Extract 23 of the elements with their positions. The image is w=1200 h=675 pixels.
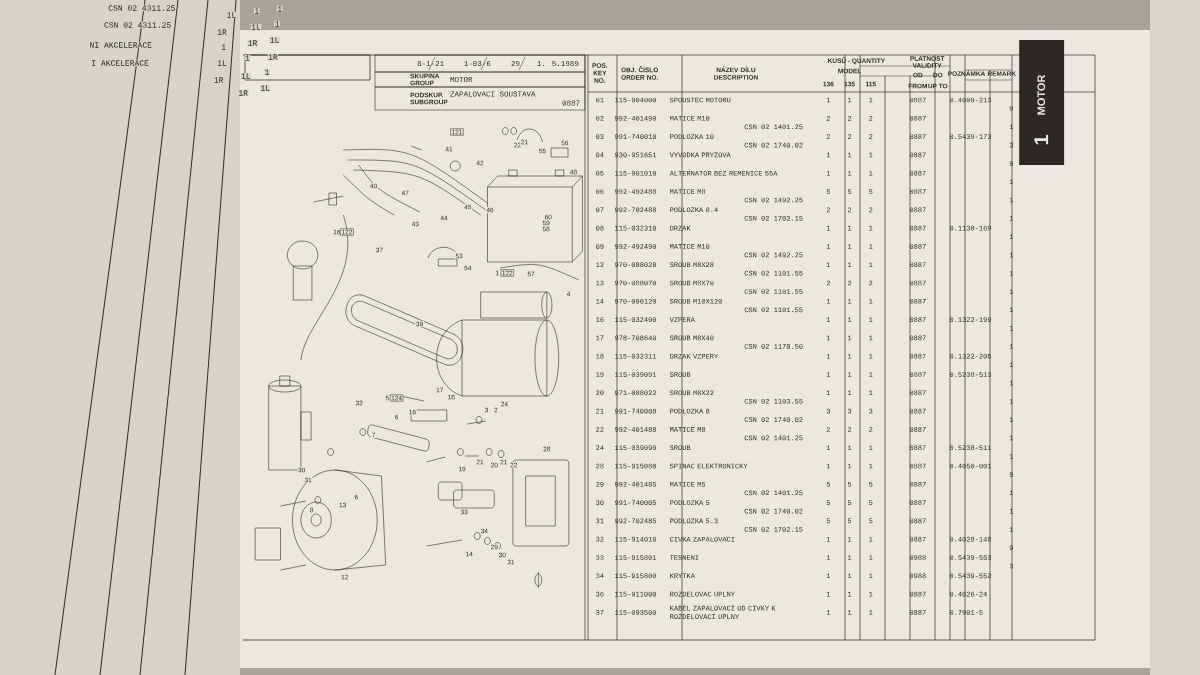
quantity: 1L (226, 11, 237, 19)
quantity: 1 (220, 43, 227, 51)
quantity: 1R (247, 39, 258, 47)
quantity: 1 (274, 20, 281, 28)
quantity: 1R (213, 76, 224, 84)
quantity: 1 (276, 5, 283, 13)
quantity: 1R (267, 53, 279, 61)
quantity: 1R (237, 89, 249, 97)
quantity: 1L (260, 84, 271, 92)
section-title: MOTOR (1037, 74, 1046, 115)
part-description: NI AKCELERACE (89, 41, 153, 49)
section-number: 1 (1034, 135, 1049, 145)
quantity: 1 (253, 7, 260, 15)
quantity: 1L (240, 72, 252, 80)
part-description: I AKCELERACE (90, 59, 150, 67)
standard-number: CSN 02 4311.25 (107, 4, 176, 12)
quantity: 1L (250, 23, 262, 31)
quantity: 1R (216, 28, 228, 36)
quantity: 1 (264, 68, 270, 76)
standard-number: CSN 02 4311.25 (103, 21, 172, 29)
quantity: 1 (244, 54, 251, 62)
quantity: 1L (269, 36, 280, 44)
quantity: 1L (216, 59, 228, 67)
